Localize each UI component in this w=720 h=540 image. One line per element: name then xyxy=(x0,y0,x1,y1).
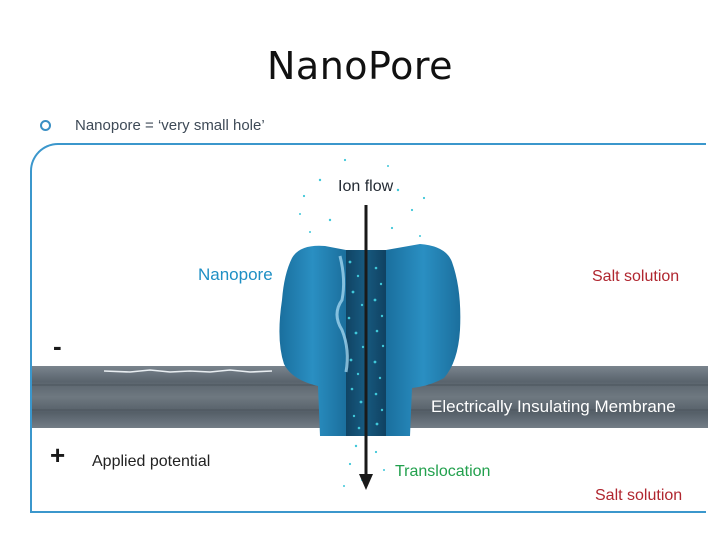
applied-potential-label: Applied potential xyxy=(92,453,211,470)
pore-left-lobe xyxy=(279,245,346,436)
slide-title: NanoPore xyxy=(266,44,454,88)
salt-solution-top-label: Salt solution xyxy=(592,268,680,285)
ion-particles xyxy=(299,158,426,487)
bullet-circle-icon xyxy=(40,120,51,131)
ion-flow-label: Ion flow xyxy=(338,178,394,195)
salt-solution-bottom-label: Salt solution xyxy=(595,487,683,504)
pore-inner-highlight xyxy=(335,255,349,373)
plus-sign: + xyxy=(50,440,66,470)
minus-sign: - xyxy=(53,331,62,361)
translocation-label: Translocation xyxy=(395,463,491,480)
ion-flow-arrowhead xyxy=(359,474,373,490)
bullet-point: Nanopore = ‘very small hole’ xyxy=(40,117,265,134)
membrane-surface-line xyxy=(103,369,273,373)
bullet-text: Nanopore = ‘very small hole’ xyxy=(75,117,265,134)
pore-right-lobe xyxy=(386,244,461,436)
nanopore-label: Nanopore xyxy=(198,265,273,284)
membrane-label: Electrically Insulating Membrane xyxy=(431,397,676,416)
